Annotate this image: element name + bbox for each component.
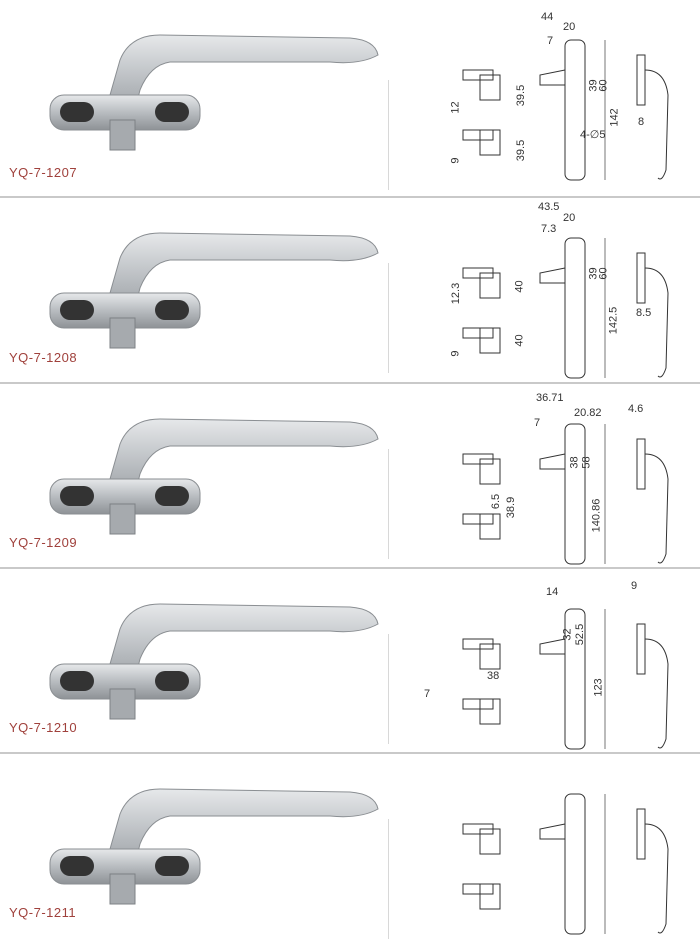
separator [0, 567, 700, 569]
separator [0, 752, 700, 754]
technical-drawing: 43.5 20 7.3 39 60 142.5 8.5 12.3 40 9 40 [400, 198, 700, 383]
technical-drawing [400, 754, 700, 939]
dim-label: 60 [597, 79, 610, 92]
dim-label: 14 [546, 586, 559, 598]
product-row-1211: YQ-7-1211 [0, 754, 700, 951]
handle-photo [30, 394, 380, 544]
dim-label: 43.5 [538, 201, 560, 213]
model-label: YQ-7-1211 [9, 905, 77, 920]
dim-label: 52.5 [574, 623, 587, 646]
dim-label: 12.3 [450, 282, 463, 305]
dim-label: 9 [449, 157, 462, 164]
dim-label: 8 [638, 116, 645, 128]
dim-label: 4.6 [628, 403, 644, 415]
handle-photo [30, 208, 380, 358]
model-label: YQ-7-1210 [9, 720, 78, 735]
model-label: YQ-7-1209 [9, 535, 78, 550]
dim-label: 38 [568, 456, 581, 469]
technical-drawing: 36.71 20.82 7 38 58 140.86 4.6 6.5 38.9 [400, 384, 700, 569]
dim-label: 9 [449, 350, 462, 357]
dim-label: 7.3 [541, 223, 557, 235]
dim-label: 140.86 [590, 498, 603, 533]
dim-label: 36.71 [536, 392, 564, 404]
dim-label: 6.5 [490, 493, 503, 510]
product-row-1210: YQ-7-1210 14 32 52.5 123 9 38 7 [0, 569, 700, 753]
handle-photo [30, 10, 380, 160]
dim-label: 7 [534, 417, 541, 429]
handle-photo [30, 579, 380, 729]
technical-drawing: 44 20 7 39 60 142 4-∅5 8 12 39.5 9 39.5 [400, 0, 700, 185]
dim-label: 20 [563, 21, 576, 33]
divider [388, 634, 389, 744]
divider [388, 80, 389, 190]
dim-label: 7 [424, 688, 431, 700]
separator [0, 196, 700, 198]
model-label: YQ-7-1207 [9, 165, 78, 180]
dim-label: 39.5 [515, 139, 528, 162]
dim-label: 60 [597, 267, 610, 280]
dim-label: 123 [592, 678, 605, 697]
dim-label: 8.5 [636, 307, 652, 319]
dim-label: 38.9 [505, 496, 518, 519]
dim-label: 40 [513, 280, 526, 293]
dim-label: 20 [563, 212, 576, 224]
dim-label: 9 [631, 580, 638, 592]
dim-label: 12 [449, 101, 462, 114]
divider [388, 449, 389, 559]
dim-label: 58 [580, 456, 593, 469]
dim-label: 39.5 [515, 84, 528, 107]
dim-label: 4-∅5 [580, 129, 606, 141]
dim-label: 142.5 [607, 306, 620, 335]
dim-label: 40 [513, 334, 526, 347]
dim-label: 44 [541, 11, 554, 23]
model-label: YQ-7-1208 [9, 350, 78, 365]
dim-label: 142 [608, 108, 621, 127]
dim-label: 20.82 [574, 407, 602, 419]
product-row-1207: YQ-7-1207 44 20 7 39 60 142 4-∅5 8 12 39… [0, 0, 700, 197]
dim-label: 32 [561, 628, 574, 641]
technical-drawing: 14 32 52.5 123 9 38 7 [400, 569, 700, 754]
dim-label: 7 [547, 35, 554, 47]
divider [388, 819, 389, 939]
dim-label: 38 [487, 670, 500, 682]
handle-photo [30, 764, 380, 914]
product-row-1208: YQ-7-1208 43.5 20 7.3 39 60 142.5 8.5 12… [0, 198, 700, 383]
separator [0, 382, 700, 384]
divider [388, 263, 389, 373]
product-row-1209: YQ-7-1209 36.71 20.82 7 38 58 140.86 4.6… [0, 384, 700, 568]
